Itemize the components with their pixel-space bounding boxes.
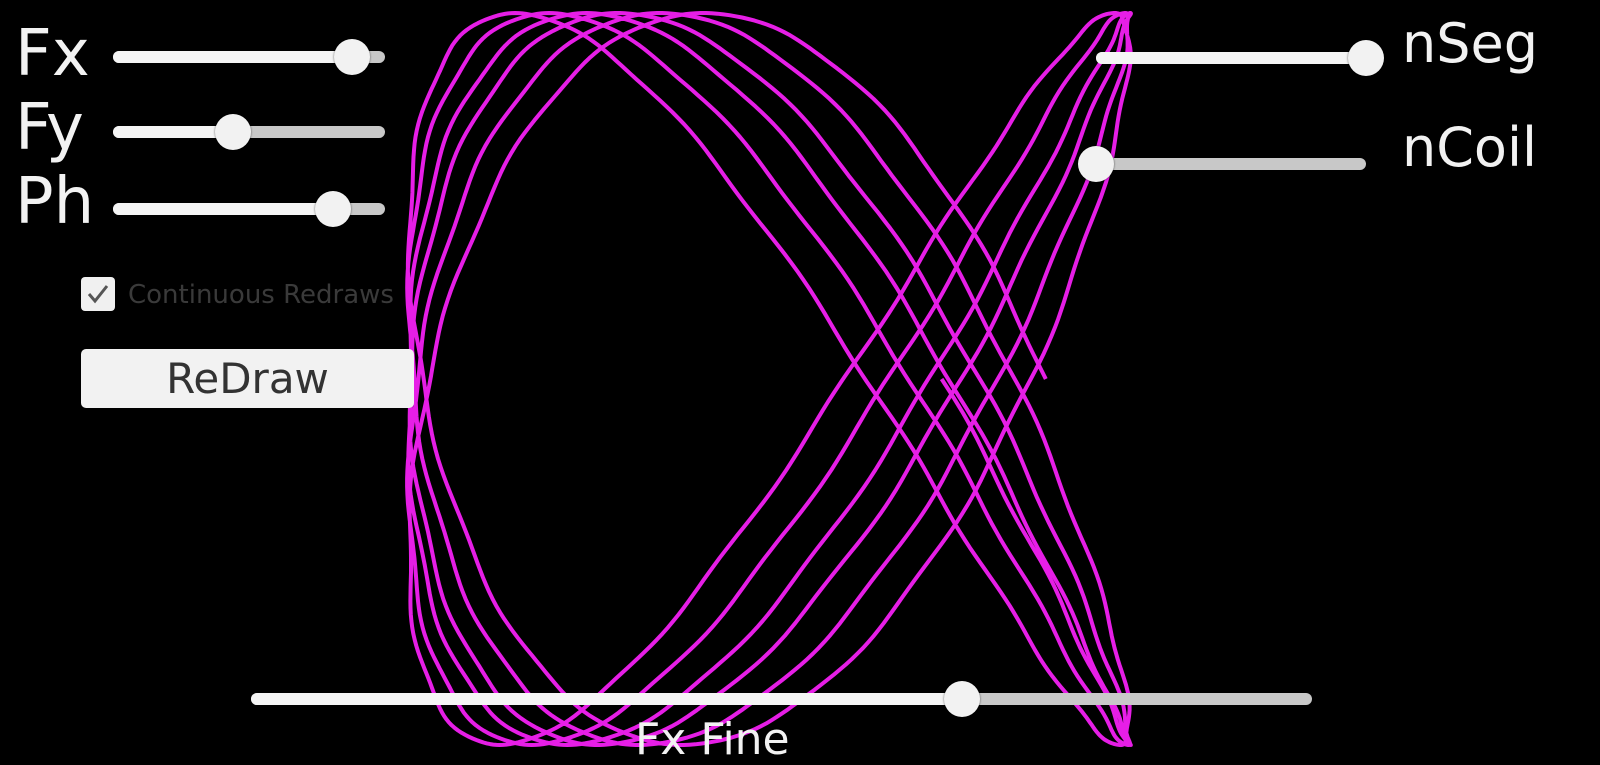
check-icon	[87, 285, 109, 304]
nseg-slider-handle[interactable]	[1348, 40, 1384, 76]
nseg-slider-fill	[1096, 52, 1366, 64]
fx-slider[interactable]	[113, 39, 385, 75]
redraw-button[interactable]: ReDraw	[81, 349, 414, 408]
ph-slider-fill	[113, 203, 334, 215]
ph-slider-handle[interactable]	[315, 191, 352, 227]
continuous-redraws-checkbox[interactable]	[81, 277, 115, 311]
ncoil-slider[interactable]	[1078, 146, 1366, 182]
fy-slider[interactable]	[113, 114, 385, 150]
curve-path	[405, 11, 1133, 747]
nseg-label: nSeg	[1402, 12, 1539, 75]
ncoil-slider-handle[interactable]	[1078, 146, 1114, 182]
fx-fine-slider[interactable]	[251, 681, 1312, 717]
continuous-redraws-label: Continuous Redraws	[128, 280, 394, 310]
ncoil-label: nCoil	[1402, 116, 1537, 179]
fx-slider-fill	[113, 51, 353, 63]
ph-label: Ph	[15, 165, 95, 239]
fx-fine-slider-handle[interactable]	[943, 681, 980, 717]
fy-slider-handle[interactable]	[214, 114, 251, 150]
nseg-slider[interactable]	[1096, 40, 1384, 76]
ncoil-slider-track[interactable]	[1096, 158, 1366, 170]
fx-slider-handle[interactable]	[334, 39, 371, 75]
fy-slider-fill	[113, 126, 233, 138]
ph-slider[interactable]	[113, 191, 385, 227]
fx-fine-slider-fill	[251, 693, 962, 705]
fx-label: Fx	[15, 17, 90, 91]
fx-fine-label: Fx Fine	[635, 714, 790, 765]
fy-label: Fy	[15, 91, 84, 165]
